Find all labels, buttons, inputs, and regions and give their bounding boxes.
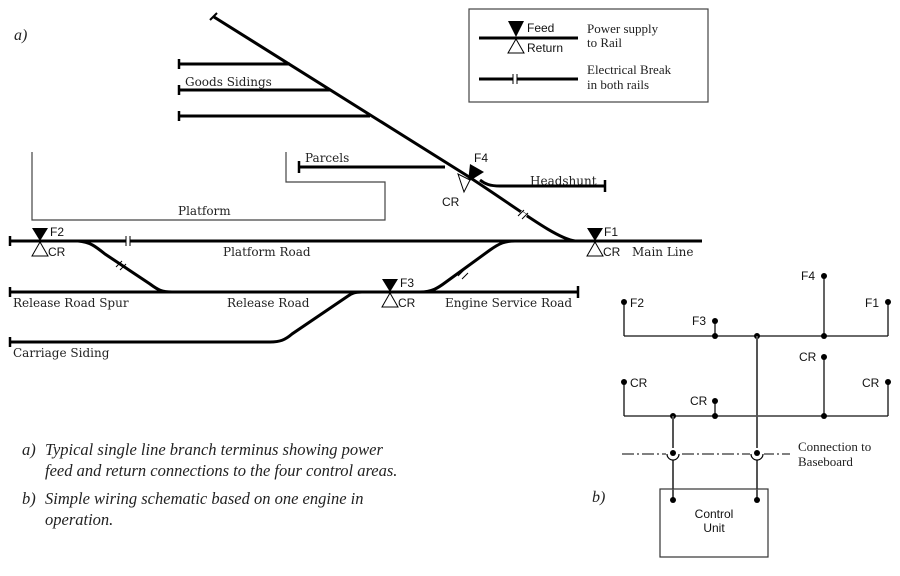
carriage-siding [10, 290, 363, 344]
crossover-west [77, 239, 173, 294]
goods-sidings-label: Goods Sidings [185, 75, 272, 89]
crossover-east [419, 239, 516, 294]
platform-outline [31, 152, 386, 221]
parcels-label: Parcels [305, 151, 349, 165]
caption-b-line1: Simple wiring schematic based on one eng… [45, 489, 364, 508]
main-line-label: Main Line [632, 245, 693, 259]
control-unit-terminal [670, 497, 676, 503]
baseboard-connector [754, 450, 760, 456]
schematic-f4-label: F4 [801, 269, 815, 283]
legend-feed-label: Feed [527, 21, 554, 35]
terminal-cr [712, 398, 718, 404]
cr-label: CR [48, 245, 66, 259]
feed-f4-icon [468, 164, 484, 182]
connection-label-2: Baseboard [798, 454, 853, 469]
panel-b-label: b) [592, 489, 605, 506]
control-unit-box [659, 488, 769, 558]
break-marker [457, 269, 465, 277]
wiring-schematic: F2 F3 F4 F1 CR CR CR CR Connection to Ba… [592, 269, 891, 558]
release-road-label: Release Road [227, 296, 310, 310]
goods-lead-track [213, 15, 576, 243]
schematic-cr-label: CR [862, 376, 880, 390]
terminal-f1 [885, 299, 891, 305]
return-cr-icon [381, 291, 399, 308]
schematic-cr-label: CR [799, 350, 817, 364]
connection-label-1: Connection to [798, 439, 871, 454]
caption-a-line2: feed and return connections to the four … [45, 461, 397, 480]
legend-power-desc-2: to Rail [587, 35, 622, 50]
cr-label: CR [398, 296, 416, 310]
schematic-f2-label: F2 [630, 296, 644, 310]
legend-box [468, 8, 709, 103]
release-road-spur-label: Release Road Spur [13, 296, 129, 310]
control-unit-label-2: Unit [703, 521, 725, 535]
baseboard-connector [670, 450, 676, 456]
f1-label: F1 [604, 225, 618, 239]
legend-return-icon [507, 37, 525, 54]
feed-f1-icon [587, 228, 603, 241]
legend-power-desc-1: Power supply [587, 21, 659, 36]
legend: Feed Return Power supply to Rail Electri… [468, 8, 709, 103]
caption-a-prefix: a) [22, 440, 36, 459]
terminal-f4 [821, 273, 827, 279]
junction [821, 413, 827, 419]
break-marker [517, 209, 525, 217]
feed-f2-icon [32, 228, 48, 241]
junction [821, 333, 827, 339]
panel-a-label: a) [14, 27, 27, 44]
cr-label: CR [603, 245, 621, 259]
terminal-cr [821, 354, 827, 360]
caption-b-prefix: b) [22, 489, 36, 508]
schematic-f3-label: F3 [692, 314, 706, 328]
cr-label: CR [442, 195, 460, 209]
terminal-f2 [621, 299, 627, 305]
return-cr-icon [586, 240, 604, 257]
track-layout: Goods Sidings Parcels Headshunt Platform… [8, 12, 702, 360]
f4-label: F4 [474, 151, 488, 165]
platform-label: Platform [178, 204, 231, 218]
control-unit-label-1: Control [695, 507, 734, 521]
terminal-f3 [712, 318, 718, 324]
junction [712, 413, 718, 419]
control-unit-terminal [754, 497, 760, 503]
caption-b-line2: operation. [45, 510, 113, 529]
legend-break-desc-1: Electrical Break [587, 62, 672, 77]
break-marker [115, 260, 123, 268]
platform-road-label: Platform Road [223, 245, 311, 259]
schematic-cr-label: CR [630, 376, 648, 390]
f2-label: F2 [50, 225, 64, 239]
headshunt-track [479, 178, 606, 188]
buffer-stop [209, 12, 218, 21]
junction [712, 333, 718, 339]
caption-a-line1: Typical single line branch terminus show… [45, 440, 384, 459]
carriage-siding-label: Carriage Siding [13, 346, 110, 360]
legend-feed-icon [508, 21, 524, 37]
return-cr-icon [31, 240, 49, 257]
schematic-cr-label: CR [690, 394, 708, 408]
feed-f3-icon [382, 279, 398, 292]
captions: a) Typical single line branch terminus s… [22, 440, 397, 529]
terminal-cr [621, 379, 627, 385]
schematic-f1-label: F1 [865, 296, 879, 310]
legend-break-desc-2: in both rails [587, 77, 649, 92]
terminal-cr [885, 379, 891, 385]
legend-return-label: Return [527, 41, 563, 55]
return-cr-icon [457, 173, 471, 194]
headshunt-label: Headshunt [530, 174, 597, 188]
engine-service-road-label: Engine Service Road [445, 296, 572, 310]
f3-label: F3 [400, 276, 414, 290]
